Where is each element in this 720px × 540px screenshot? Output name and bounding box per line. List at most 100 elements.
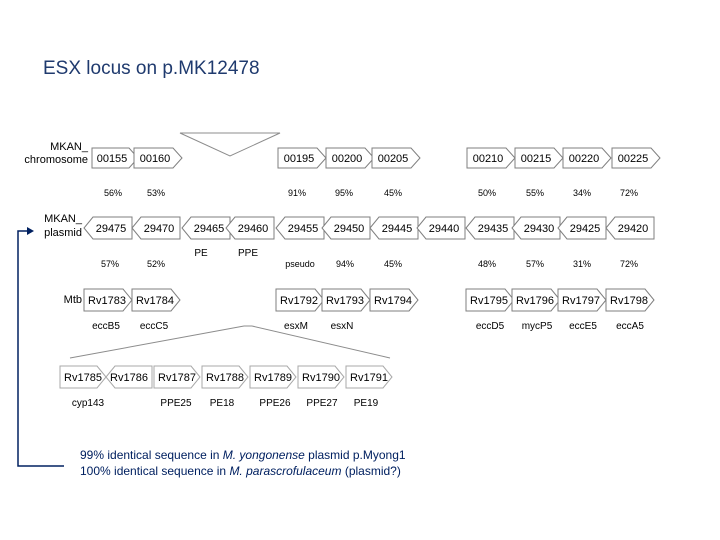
chromosome-identity: 45% [384, 188, 402, 198]
chromosome-gene-arrow [277, 147, 327, 169]
plasmid-gene-arrow [369, 216, 419, 240]
insert-genes [59, 365, 393, 389]
plasmid-gene-label: 29475 [96, 223, 127, 235]
plasmid-gene-label: 29435 [478, 223, 509, 235]
insert-gene-arrow [105, 365, 153, 389]
note-line-1: 99% identical sequence in M. yongonense … [80, 448, 406, 462]
chromosome-insertion-wedge [179, 132, 281, 157]
chromosome-identity: 95% [335, 188, 353, 198]
plasmid-gene-label: 29465 [194, 223, 225, 235]
chromosome-gene-label: 00155 [97, 153, 128, 165]
mtb-gene-name: eccE5 [569, 321, 597, 332]
plasmid-identity: 52% [147, 259, 165, 269]
insert-gene-name: PE18 [210, 398, 235, 409]
mtb-gene-name: eccA5 [616, 321, 644, 332]
mtb-gene-arrow [131, 288, 181, 312]
plasmid-identity: 48% [478, 259, 496, 269]
chromosome-gene-arrow [562, 147, 612, 169]
chromosome-identity: 55% [526, 188, 544, 198]
mtb-gene-label: Rv1784 [136, 295, 174, 307]
mtb-gene-name: mycP5 [522, 321, 553, 332]
mtb-genes [83, 288, 655, 312]
insert-gene-arrow [345, 365, 393, 389]
plasmid-family-label: PE [194, 248, 208, 259]
chromosome-gene-label: 00220 [569, 153, 600, 165]
chromosome-label-1: MKAN_ [50, 141, 89, 153]
insert-gene-label: Rv1785 [64, 372, 102, 384]
mtb-gene-label: Rv1792 [280, 295, 318, 307]
note-line-2: 100% identical sequence in M. parascrofu… [80, 464, 401, 478]
plasmid-gene-label: 29445 [382, 223, 413, 235]
chromosome-gene-arrow [371, 147, 421, 169]
plasmid-identity: 57% [101, 259, 119, 269]
plasmid-gene-arrow [131, 216, 181, 240]
mtb-gene-name: esxM [284, 321, 308, 332]
chromosome-gene-label: 00195 [284, 153, 315, 165]
mtb-gene-arrow [83, 288, 133, 312]
plasmid-gene-arrow [605, 216, 655, 240]
chromosome-identity: 56% [104, 188, 122, 198]
plasmid-gene-label: 29430 [524, 223, 555, 235]
plasmid-identity: 31% [573, 259, 591, 269]
insert-gene-name: PPE27 [306, 398, 338, 409]
plasmid-family-label: PPE [238, 248, 258, 259]
chromosome-gene-label: 00200 [332, 153, 363, 165]
insert-gene-label: Rv1788 [206, 372, 244, 384]
chromosome-gene-label: 00160 [140, 153, 171, 165]
insert-gene-arrow [201, 365, 249, 389]
chromosome-gene-arrow [611, 147, 661, 169]
chromosome-genes [91, 147, 661, 169]
insert-gene-label: Rv1790 [302, 372, 340, 384]
mtb-label: Mtb [64, 294, 82, 306]
plasmid-gene-label: 29455 [288, 223, 319, 235]
chromosome-identity: 50% [478, 188, 496, 198]
plasmid-gene-label: 29450 [334, 223, 365, 235]
mtb-gene-arrow [275, 288, 325, 312]
mtb-gene-arrow [557, 288, 607, 312]
mtb-gene-label: Rv1795 [470, 295, 508, 307]
plasmid-gene-arrow [275, 216, 325, 240]
chromosome-gene-arrow [133, 147, 183, 169]
chromosome-identity: 53% [147, 188, 165, 198]
plasmid-identity: pseudo [285, 259, 315, 269]
plasmid-gene-arrow [181, 216, 231, 240]
mtb-gene-label: Rv1794 [374, 295, 412, 307]
insert-zoom-line-right [251, 325, 391, 359]
chromosome-gene-arrow [466, 147, 516, 169]
plasmid-gene-arrow [511, 216, 561, 240]
mtb-gene-label: Rv1783 [88, 295, 126, 307]
chromosome-gene-arrow [325, 147, 375, 169]
insert-gene-arrow [59, 365, 107, 389]
identity-note: 99% identical sequence in M. yongonense … [80, 447, 406, 479]
mtb-gene-name: esxN [331, 321, 354, 332]
chromosome-identity: 91% [288, 188, 306, 198]
chromosome-gene-label: 00225 [618, 153, 649, 165]
plasmid-identity: 57% [526, 259, 544, 269]
plasmid-gene-label: 29420 [618, 223, 649, 235]
insert-gene-arrow [153, 365, 201, 389]
chromosome-label-2: chromosome [24, 154, 88, 166]
mtb-gene-arrow [321, 288, 371, 312]
insert-gene-arrow [249, 365, 297, 389]
mtb-gene-name: eccB5 [92, 321, 120, 332]
chromosome-gene-label: 00215 [521, 153, 552, 165]
plasmid-gene-arrow [83, 216, 133, 240]
plasmid-gene-arrow [465, 216, 515, 240]
plasmid-identity: 72% [620, 259, 638, 269]
mtb-gene-arrow [369, 288, 419, 312]
chromosome-gene-label: 00210 [473, 153, 504, 165]
plasmid-label-1: MKAN_ [44, 213, 83, 225]
plasmid-gene-label: 29470 [144, 223, 175, 235]
chromosome-gene-arrow [514, 147, 564, 169]
plasmid-genes [83, 216, 655, 240]
insert-gene-name: PPE26 [259, 398, 291, 409]
insert-gene-label: Rv1787 [158, 372, 196, 384]
chromosome-identity: 72% [620, 188, 638, 198]
insert-gene-label: Rv1791 [350, 372, 388, 384]
diagram-title: ESX locus on p.MK12478 [43, 58, 260, 79]
connector-arrowhead [27, 227, 34, 235]
plasmid-identity: 94% [336, 259, 354, 269]
insert-zoom-line-left [69, 325, 245, 359]
